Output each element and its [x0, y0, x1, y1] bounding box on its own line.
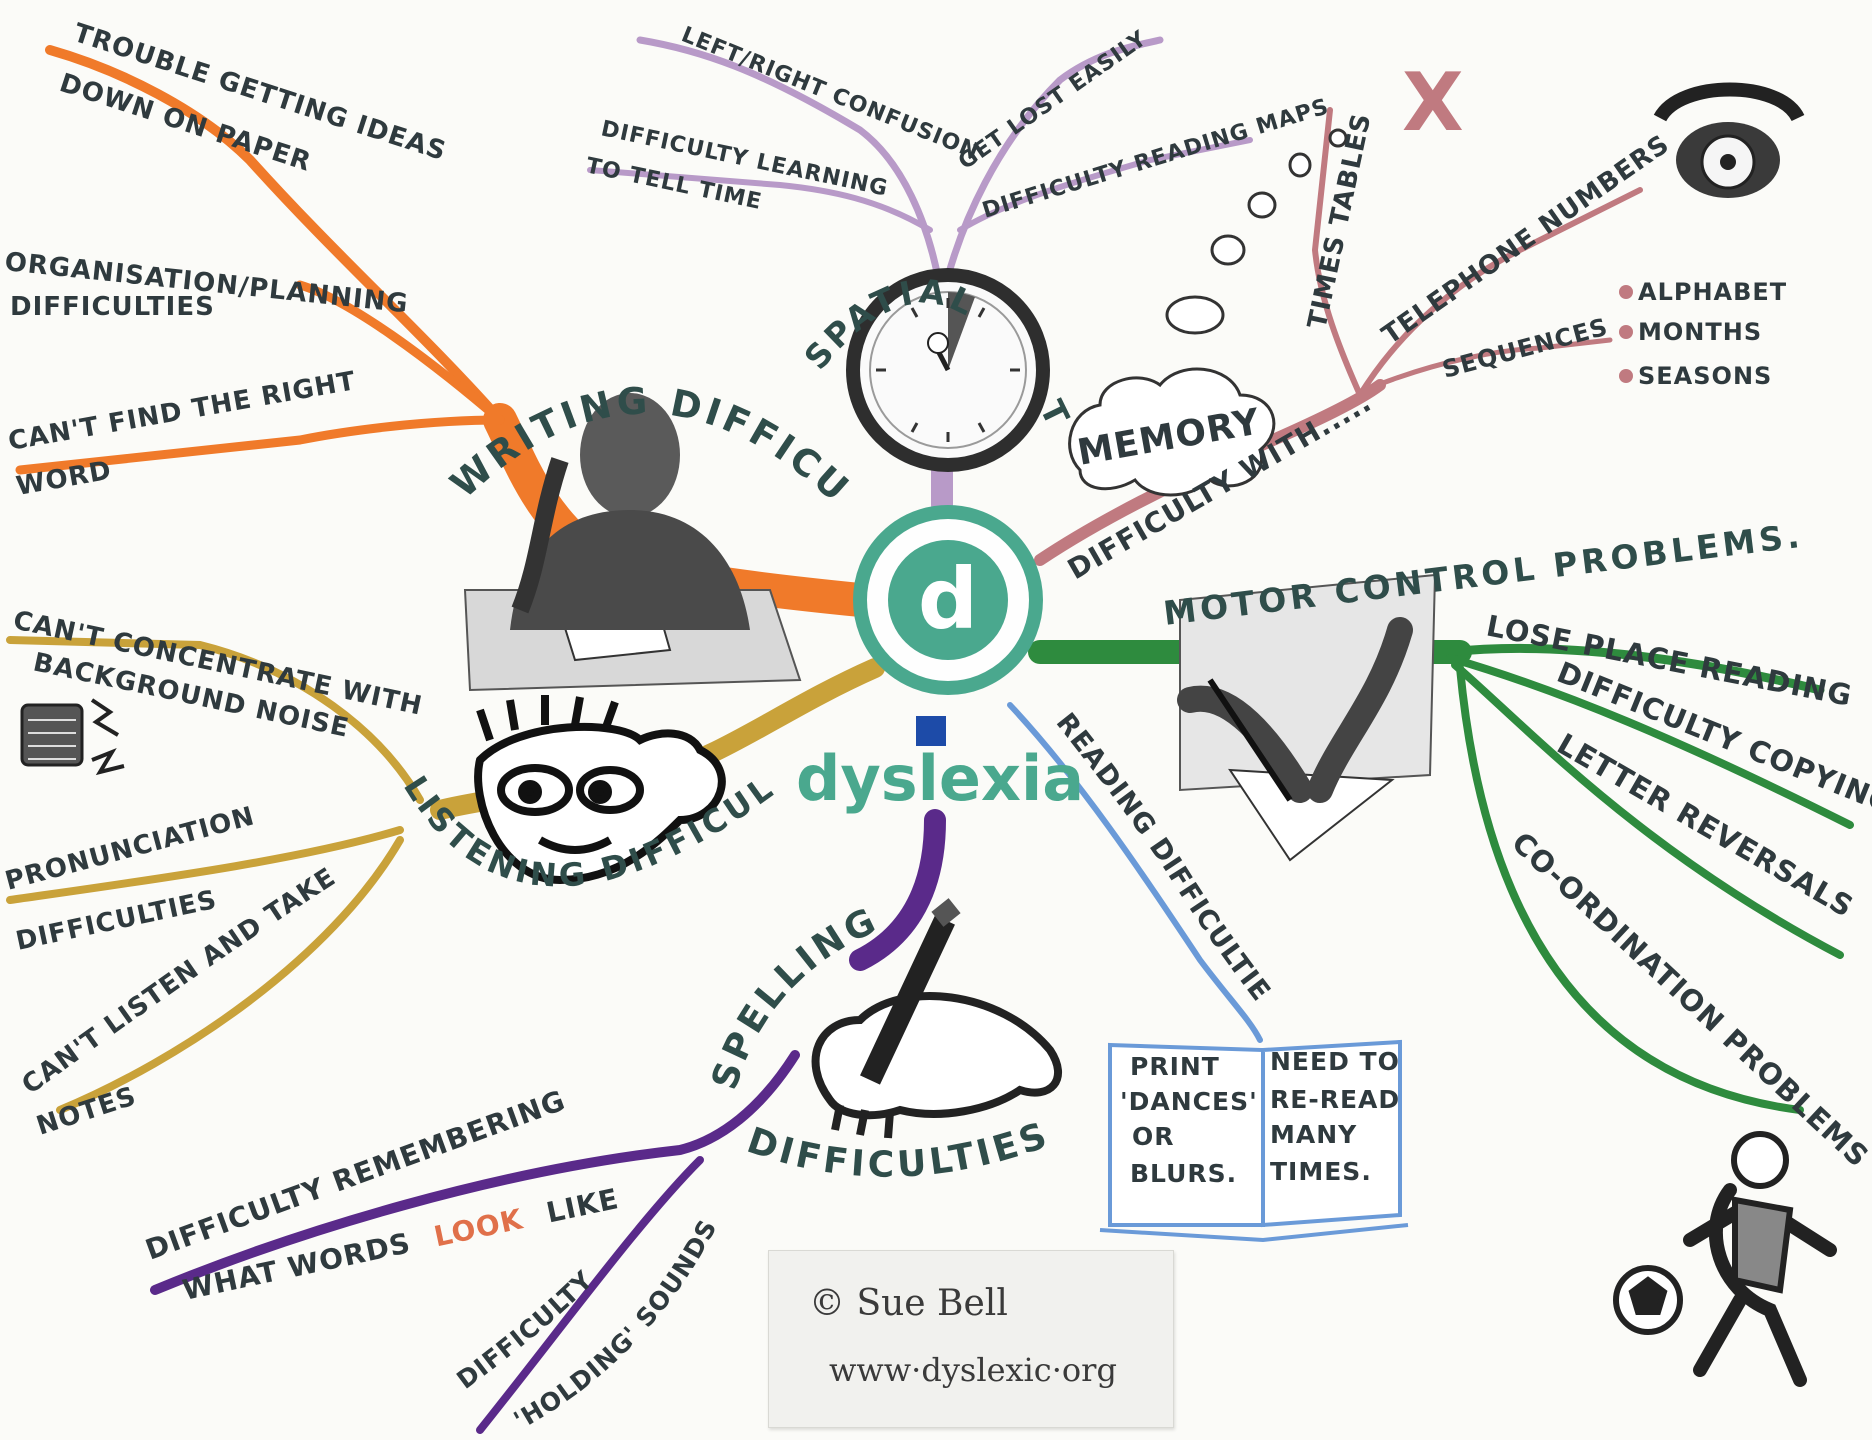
book-left-line-4: BLURS.: [1130, 1159, 1237, 1188]
motor-title: MOTOR CONTROL PROBLEMS.: [1161, 516, 1805, 633]
copyright-note: © Sue Bell www·dyslexic·org: [768, 1250, 1174, 1428]
spelling-title-bottom: DIFFICULTIES: [742, 1114, 1056, 1186]
sequence-months: MONTHS: [1638, 318, 1762, 346]
book-text-right: NEED TO RE-READ MANY TIMES.: [1270, 1047, 1400, 1186]
memory-item-sequences: SEQUENCES: [1439, 313, 1611, 384]
listening-face-illustration: [474, 695, 726, 885]
memory-cloud: [1068, 128, 1348, 497]
writing-branches: [15, 45, 877, 617]
logo-square: [916, 716, 946, 746]
frustrated-writer-illustration: [463, 393, 802, 692]
listening-item-notes: NOTES: [33, 1081, 140, 1141]
book-text-left: PRINT 'DANCES' OR BLURS.: [1120, 1052, 1258, 1188]
sequence-alphabet: ALPHABET: [1638, 278, 1787, 306]
radio-noise-icon: [20, 698, 125, 776]
spelling-branches: [150, 809, 946, 1434]
hands-writing-illustration: [1177, 573, 1437, 862]
open-book-illustration: [1099, 1039, 1409, 1243]
sequence-seasons: SEASONS: [1638, 362, 1772, 390]
reading-branch: [1007, 702, 1263, 1043]
clock-illustration: [846, 268, 1050, 472]
book-left-line-1: PRINT: [1130, 1052, 1220, 1081]
book-left-line-3: OR: [1132, 1122, 1175, 1151]
center-label: dyslexia: [796, 742, 1084, 815]
telephone-icon: [1653, 82, 1805, 198]
memory-item-telephone: TELEPHONE NUMBERS: [1377, 129, 1675, 351]
writing-item-4: DIFFICULTIES: [10, 292, 215, 322]
writing-item-6: WORD: [14, 456, 114, 502]
sequence-list: ALPHABET MONTHS SEASONS: [1619, 278, 1787, 390]
book-right-line-4: TIMES.: [1270, 1157, 1372, 1186]
logo-letter: d: [918, 550, 978, 648]
copyright-text: © Sue Bell: [809, 1283, 1008, 1324]
website-text: www·dyslexic·org: [829, 1351, 1117, 1389]
book-right-line-3: MANY: [1270, 1120, 1357, 1149]
dyslexia-logo: d: [853, 505, 1043, 746]
wrong-x-mark: X: [1402, 56, 1464, 149]
book-right-line-1: NEED TO: [1270, 1047, 1400, 1076]
pencil-hand-illustration: [811, 898, 1062, 1139]
book-right-line-2: RE-READ: [1270, 1085, 1400, 1114]
book-left-line-2: 'DANCES': [1120, 1087, 1258, 1116]
spatial-item-lost: GET LOST EASILY: [954, 26, 1152, 175]
footballer-illustration: [1613, 1131, 1837, 1387]
